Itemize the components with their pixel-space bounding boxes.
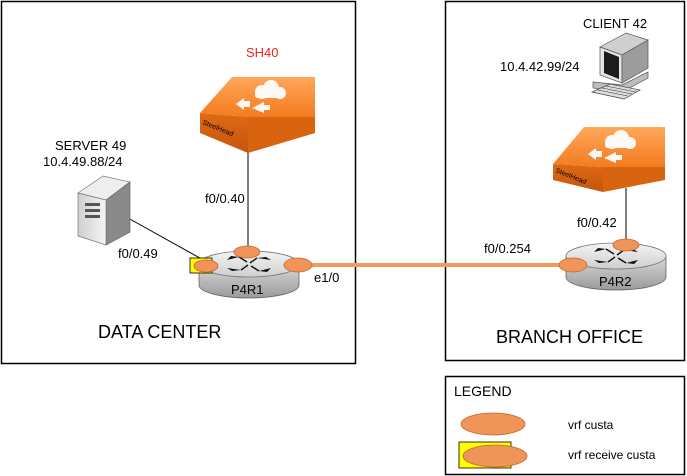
- branch-title: BRANCH OFFICE: [496, 327, 643, 347]
- vrf-interface-f0-0-254[interactable]: [558, 257, 588, 273]
- desktop-computer-icon[interactable]: [590, 32, 649, 100]
- if-label-f0-0-254: f0/0.254: [484, 241, 531, 256]
- sh40-label: SH40: [246, 45, 279, 60]
- client-name: CLIENT 42: [583, 16, 647, 31]
- legend-vrf-swatch: [460, 412, 526, 436]
- router-icon[interactable]: P4R1: [198, 250, 300, 299]
- vrf-interface-f0-0-42[interactable]: [612, 238, 640, 252]
- p4r1-label: P4R1: [231, 282, 264, 297]
- legend-title: LEGEND: [454, 383, 512, 399]
- server-ip: 10.4.49.88/24: [43, 154, 123, 169]
- client-ip: 10.4.42.99/24: [500, 59, 580, 74]
- server-name: SERVER 49: [55, 138, 126, 153]
- datacenter-title: DATA CENTER: [98, 322, 221, 342]
- if-label-f0-0-49: f0/0.49: [118, 246, 158, 261]
- if-label-f0-0-42: f0/0.42: [577, 215, 617, 230]
- vrf-interface-f0-0-40[interactable]: [233, 245, 261, 259]
- if-label-e1-0: e1/0: [314, 270, 339, 285]
- router-p4r2-icon[interactable]: P4R2: [565, 242, 667, 291]
- legend-vrf-label: vrf custa: [568, 418, 614, 432]
- datacenter-region: [0, 0, 357, 365]
- vrf-interface-e1-0[interactable]: [283, 257, 313, 273]
- p4r2-label: P4R2: [599, 274, 632, 289]
- vrf-interface-f0-0-49[interactable]: [193, 259, 219, 273]
- steelhead-appliance-icon[interactable]: SteelHead: [200, 77, 315, 153]
- if-label-f0-0-40: f0/0.40: [205, 191, 245, 206]
- branch-steelhead-icon[interactable]: SteelHead: [553, 127, 665, 192]
- server-tower-icon[interactable]: [77, 175, 131, 246]
- link-server-p4r1: [127, 217, 208, 263]
- legend-receive-label: vrf receive custa: [568, 448, 656, 462]
- legend-receive-swatch: [462, 444, 528, 468]
